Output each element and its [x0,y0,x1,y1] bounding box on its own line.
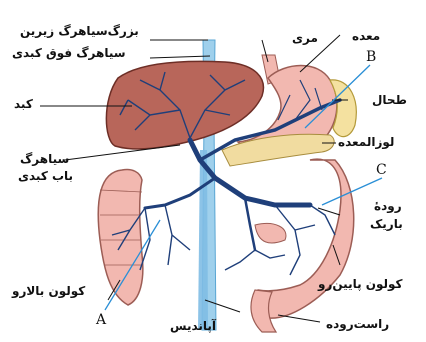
marker-c: C [376,163,387,177]
label-inferior-vena-cava: بزرگ‌سیاهرگ زیرین [20,25,139,37]
label-stomach: معده [352,30,380,42]
label-liver: کبد [14,98,33,110]
label-hepatic-portal-vein-2: باب کبدی [18,170,73,182]
mesenteric-veins [112,205,335,275]
label-spleen: طحال [372,94,407,106]
label-esophagus: مری [292,32,318,44]
label-hepatic-portal-vein-1: سیاهرگ [20,153,69,165]
label-rectum: راست‌روده [326,318,389,330]
label-pancreas: لوزالمعده [338,136,394,148]
label-small-intestine-2: باریک [370,218,403,230]
small-intestine-shape [255,223,286,243]
liver-shape [106,61,263,149]
label-small-intestine-1: رودهٔ [374,200,402,212]
marker-a: A [96,313,106,327]
aorta-shape [198,150,208,330]
label-descending-colon: کولون پایین‌رو [318,278,403,290]
label-appendix: آپاندیس [170,320,216,332]
label-hepatic-vein: سیاهرگ فوق کبدی [12,47,126,59]
marker-b: B [366,50,376,64]
label-ascending-colon: کولون بالارو [12,285,85,297]
